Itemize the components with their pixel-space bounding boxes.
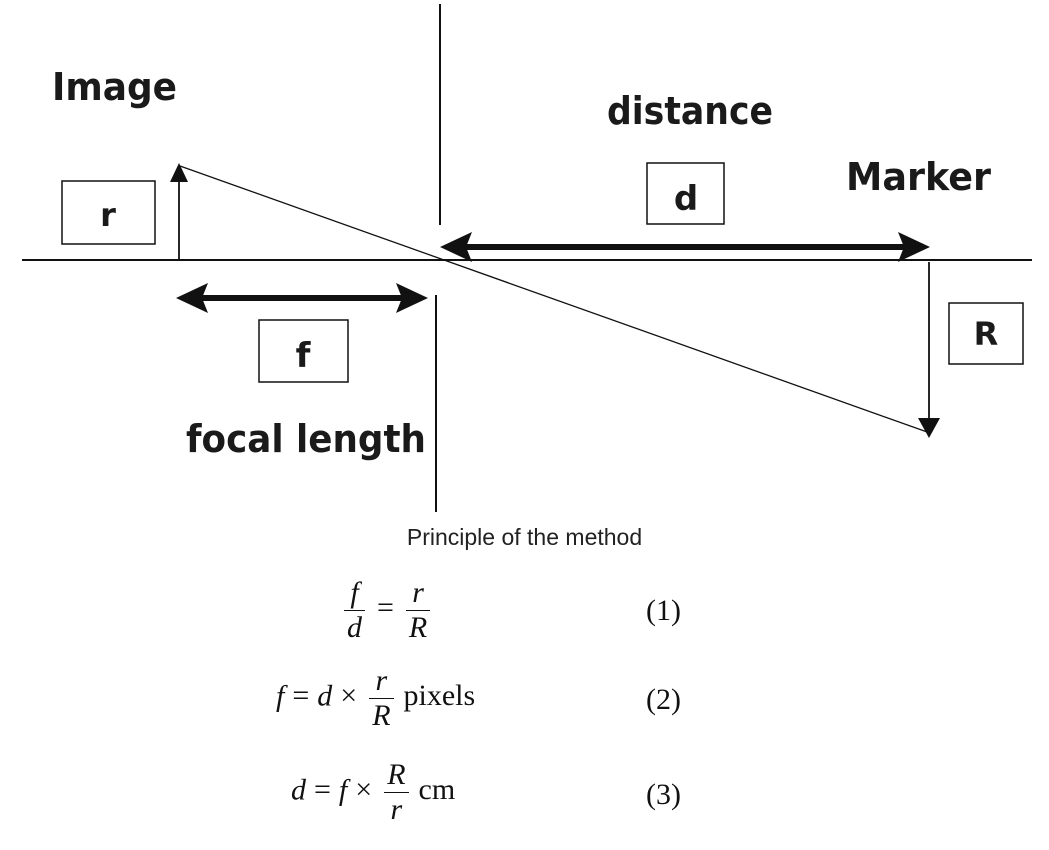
box-r (61, 180, 156, 245)
eq2-times: × (340, 679, 358, 713)
equation-3-number: (3) (646, 778, 681, 811)
eq3-numerator: R (384, 758, 409, 793)
box-d-label: d (674, 179, 698, 219)
eq3-denominator: r (390, 793, 403, 826)
equation-2-number: (2) (646, 683, 681, 716)
eq2-unit: pixels (403, 679, 476, 713)
eq3-fraction: R r (384, 758, 409, 827)
equation-3: d=f× R r cm (291, 758, 455, 827)
box-f (258, 319, 349, 383)
eq2-numerator: r (369, 664, 394, 699)
ray-line (179, 165, 931, 434)
eq3-times: × (355, 773, 373, 807)
eq2-lhs: f (276, 679, 285, 713)
label-marker: Marker (846, 155, 991, 199)
eq1-numerator-right: r (405, 576, 431, 611)
eq1-denominator-right: R (408, 611, 428, 644)
eq3-equals: = (314, 773, 331, 807)
eq2-var: d (317, 679, 333, 713)
eq1-equals: = (377, 591, 394, 625)
focal-arrow-left-head (176, 283, 208, 313)
focal-arrow-right-head (396, 283, 428, 313)
eq2-denominator: R (372, 699, 391, 732)
eq1-numerator-left: f (344, 576, 365, 611)
eq1-fraction-right: r R (405, 576, 431, 645)
label-distance: distance (607, 89, 773, 133)
image-arrow-head (170, 163, 188, 182)
eq3-lhs: d (291, 773, 306, 807)
equation-1: f d = r R (340, 576, 434, 645)
label-focal-length: focal length (186, 417, 426, 461)
eq3-unit: cm (418, 773, 456, 807)
box-d (646, 162, 725, 225)
eq2-equals: = (292, 679, 310, 713)
equation-1-number: (1) (646, 594, 681, 627)
label-image: Image (52, 65, 177, 109)
distance-arrow-right-head (898, 232, 930, 262)
eq1-denominator-left: d (347, 611, 362, 644)
eq2-fraction: r R (369, 664, 394, 733)
distance-arrow-left-head (440, 232, 472, 262)
eq1-fraction-left: f d (344, 576, 365, 645)
box-r-label: r (100, 196, 116, 234)
diagram: r d f R Image distance Marker focal leng… (22, 4, 1032, 512)
figure-caption: Principle of the method (406, 524, 643, 550)
box-R (948, 302, 1024, 365)
marker-arrow-head (918, 418, 940, 438)
equation-2: f=d× r R pixels (276, 664, 475, 733)
eq3-var: f (338, 773, 348, 807)
box-f-label: f (296, 336, 312, 376)
box-R-label: R (974, 315, 999, 353)
